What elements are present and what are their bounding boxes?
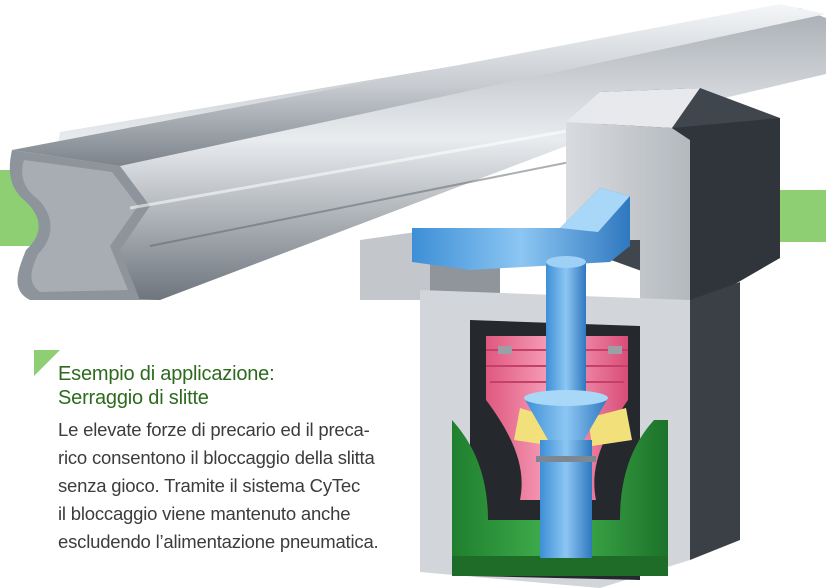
caption-body-line: Le elevate forze di precario ed il preca…	[58, 419, 370, 440]
caption-corner-marker	[34, 350, 60, 376]
application-example-caption: Esempio di applicazione: Serraggio di sl…	[34, 350, 388, 556]
caption-body-line: senza gioco. Tramite il sistema CyTec	[58, 475, 361, 496]
green-base	[452, 420, 668, 576]
caption-body-line: escludendo l’alimentazione pneumatica.	[58, 531, 379, 552]
guide-rail	[9, 4, 826, 300]
wedge-right	[588, 408, 632, 446]
caption-body: Le elevate forze di precario ed il preca…	[58, 416, 388, 556]
caption-heading-line2: Serraggio di slitte	[58, 387, 209, 409]
caption-body-line: rico consentono il bloccaggio della slit…	[58, 447, 375, 468]
caption-heading: Esempio di applicazione: Serraggio di sl…	[58, 362, 388, 410]
piston-rod	[524, 256, 608, 558]
clamping-jaw	[412, 188, 630, 270]
caption-heading-line1: Esempio di applicazione:	[58, 363, 275, 385]
caption-body-line: il bloccaggio viene mantenuto anche	[58, 503, 351, 524]
